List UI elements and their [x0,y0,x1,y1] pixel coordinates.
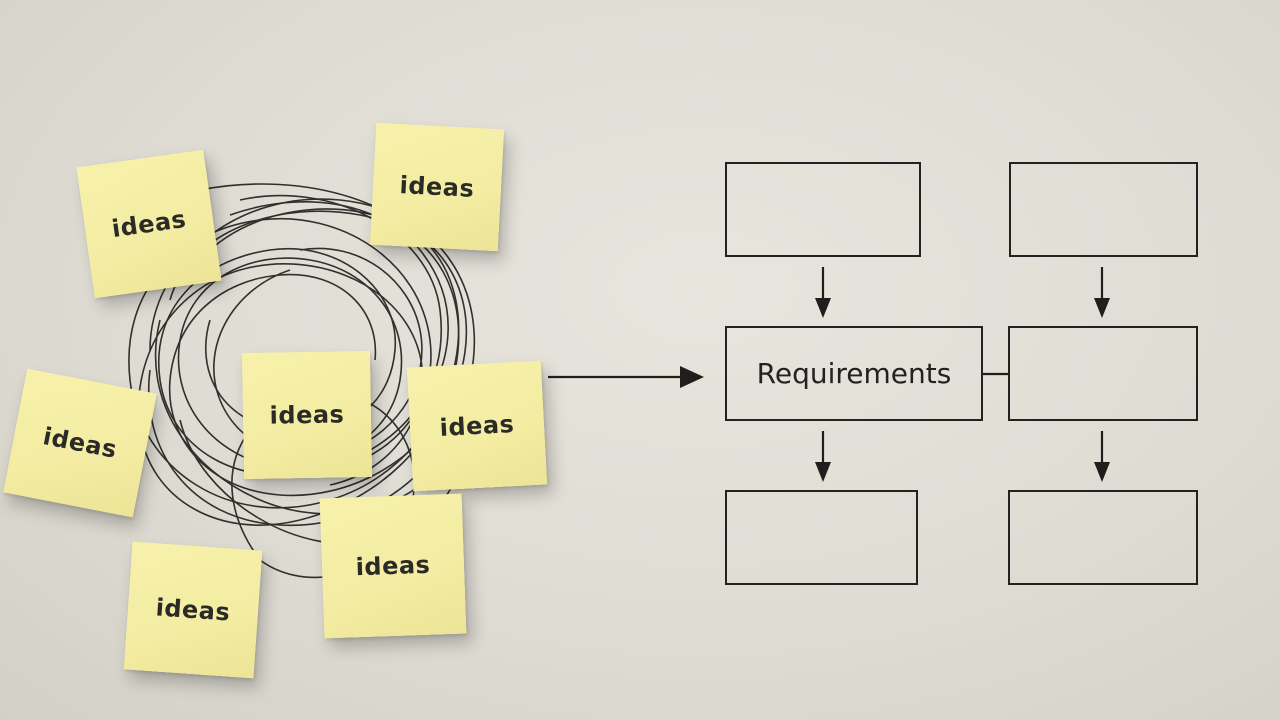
flow-box-top-right [1009,162,1198,257]
sticky-note-text: ideas [154,593,232,627]
flow-box-requirements: Requirements [725,326,983,421]
sticky-note[interactable]: ideas [123,541,263,679]
sticky-note-text: ideas [110,204,188,244]
sticky-note-text: ideas [398,171,476,203]
arrowhead-mid-left [815,462,831,482]
sticky-note[interactable]: ideas [76,149,222,299]
sticky-note[interactable]: ideas [3,368,157,518]
flow-box-bottom-left [725,490,918,585]
sticky-note-text: ideas [40,422,120,464]
sticky-note-text: ideas [355,550,431,582]
sticky-note[interactable]: ideas [406,360,548,492]
flow-box-top-left [725,162,921,257]
main-arrowhead [680,366,704,388]
requirements-label: Requirements [756,357,952,390]
arrowhead-top-right [1094,298,1110,318]
sticky-note[interactable]: ideas [369,122,505,252]
sticky-note-text: ideas [438,410,516,442]
sticky-note[interactable]: ideas [319,493,467,639]
arrowhead-top-left [815,298,831,318]
arrowhead-mid-right [1094,462,1110,482]
flow-box-bottom-right [1008,490,1198,585]
flow-box-middle-right [1008,326,1198,421]
sticky-note-text: ideas [269,400,345,430]
sticky-note[interactable]: ideas [241,350,373,480]
